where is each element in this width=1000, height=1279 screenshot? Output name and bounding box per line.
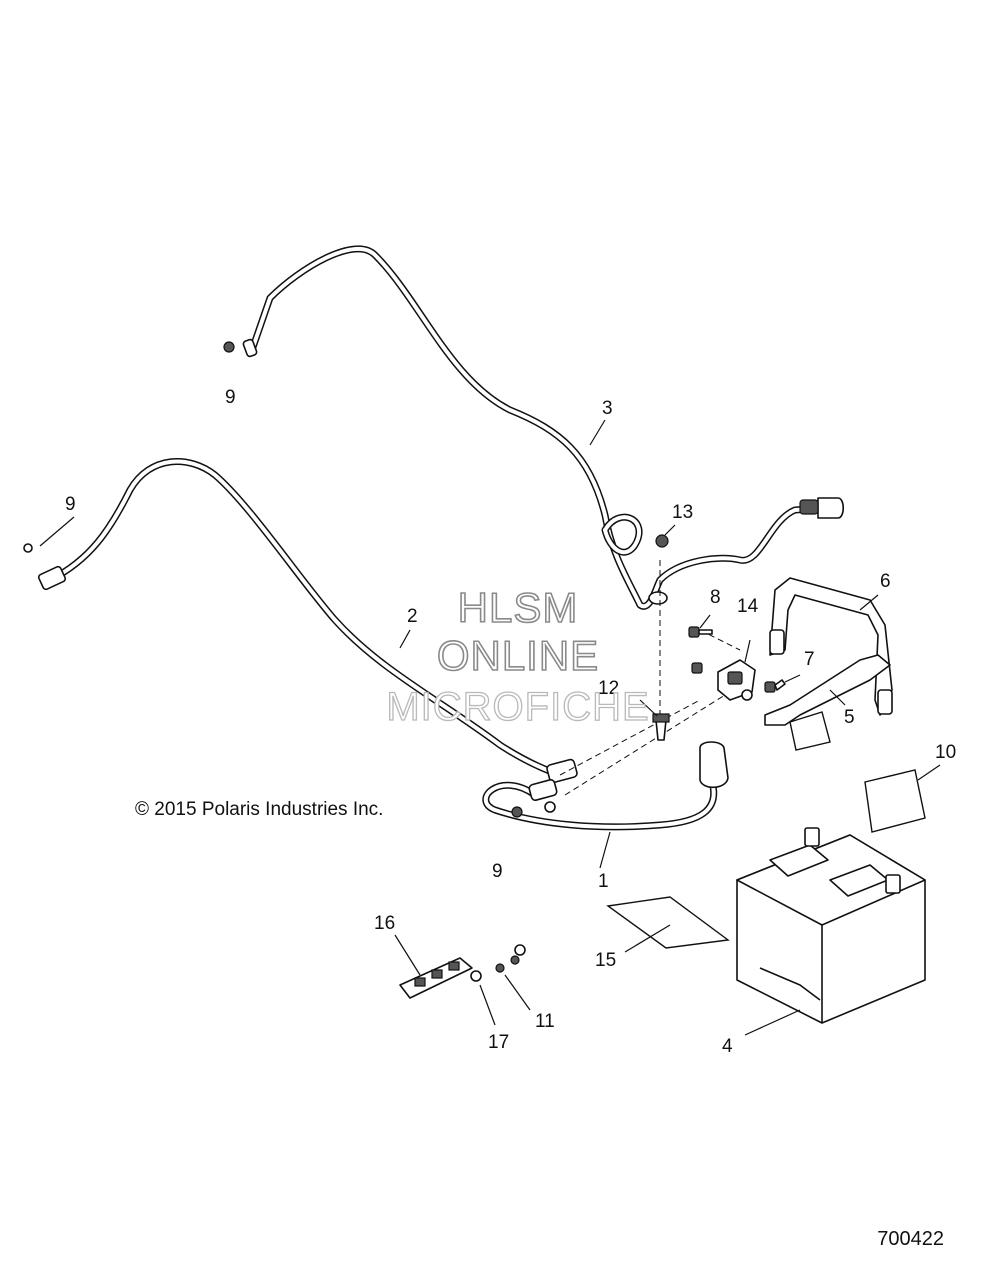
callout-7: 7: [804, 649, 815, 670]
battery-4: [736, 827, 926, 1024]
watermark-line-1: HLSM: [458, 584, 579, 631]
bolt-8: [688, 626, 713, 674]
label-5-sheet: [789, 711, 831, 751]
bolt-7: [764, 679, 786, 693]
bracket-5: [764, 654, 891, 726]
nut-9b: [23, 543, 33, 553]
fuse-holder-16: [399, 957, 473, 999]
callout-11: 11: [535, 1011, 555, 1032]
callout-15: 15: [595, 950, 616, 971]
callout-5: 5: [844, 707, 855, 728]
drawing-number: 700422: [877, 1228, 944, 1250]
callout-10: 10: [935, 742, 956, 763]
callout-16: 16: [374, 913, 395, 934]
callout-1: 1: [598, 871, 609, 892]
callout-17: 17: [488, 1032, 509, 1053]
assembly-lines: [559, 560, 741, 796]
callout-9-left: 9: [65, 494, 76, 515]
callout-9-upper: 9: [225, 387, 236, 408]
fuse-17: [470, 970, 482, 982]
callout-12: 12: [598, 678, 619, 699]
callout-3: 3: [602, 398, 613, 419]
callout-4: 4: [722, 1036, 733, 1057]
label-15: [606, 896, 730, 949]
nut-9a: [223, 341, 235, 353]
watermark-line-3: MICROFICHE: [386, 685, 649, 729]
relay-14: [717, 659, 756, 701]
nut-13: [655, 534, 669, 548]
callout-9-lower: 9: [492, 861, 503, 882]
cable-2: [37, 458, 578, 784]
callout-13: 13: [672, 502, 693, 523]
leader-lines: [39, 419, 941, 1036]
callout-6: 6: [880, 571, 891, 592]
callout-2: 2: [407, 606, 418, 627]
cable-1: [482, 741, 729, 831]
callout-8: 8: [710, 587, 721, 608]
callout-14: 14: [737, 596, 759, 617]
cable-3: [242, 245, 845, 610]
screw-12: [652, 713, 670, 741]
washer-11: [495, 944, 526, 973]
copyright-notice: © 2015 Polaris Industries Inc.: [135, 799, 383, 820]
label-10: [864, 769, 926, 833]
watermark-line-2: ONLINE: [437, 632, 599, 679]
nut-9c: [511, 806, 523, 818]
